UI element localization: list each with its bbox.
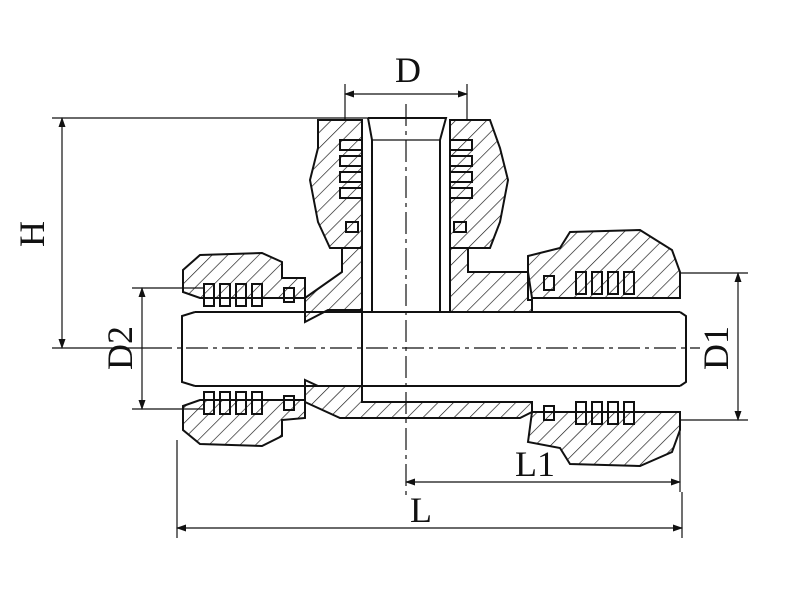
dimension-d1 <box>680 272 748 421</box>
main-bore <box>181 311 687 387</box>
label-l: L <box>410 490 432 530</box>
top-nut <box>308 119 510 249</box>
dimension-d2 <box>132 287 204 410</box>
left-ring-top <box>203 283 295 307</box>
label-d2: D2 <box>100 326 140 370</box>
dimension-l <box>176 440 683 538</box>
dimension-l1 <box>405 430 681 492</box>
left-ring-bottom <box>203 391 295 415</box>
tee-body <box>304 247 533 419</box>
right-ring-bottom <box>543 401 635 425</box>
label-l1: L1 <box>515 444 555 484</box>
left-nut <box>182 251 306 448</box>
branch-bore <box>367 117 448 312</box>
dimension-h <box>52 117 368 349</box>
right-nut <box>526 228 681 468</box>
dimension-d <box>344 84 468 120</box>
top-ring-right <box>449 139 473 233</box>
label-d1: D1 <box>696 326 736 370</box>
top-ring-left <box>339 139 363 233</box>
label-h: H <box>12 221 52 247</box>
right-ring-top <box>543 271 635 295</box>
label-d: D <box>395 50 421 90</box>
